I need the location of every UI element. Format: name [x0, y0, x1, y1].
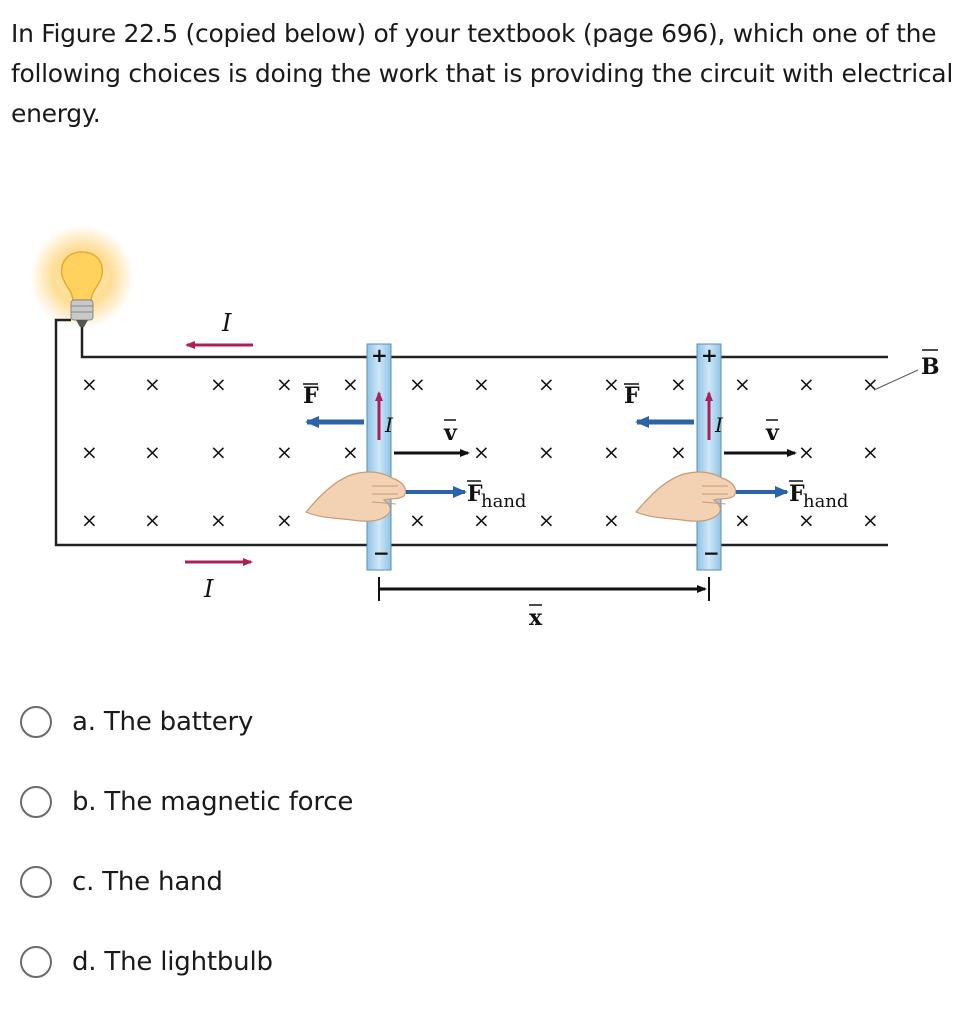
- question-text: In Figure 22.5 (copied below) of your te…: [11, 19, 953, 128]
- svg-text:×: ×: [862, 508, 879, 532]
- conducting-rod-final: + − I: [696, 343, 724, 571]
- svg-text:hand: hand: [481, 491, 526, 512]
- svg-text:I: I: [384, 413, 394, 437]
- svg-text:×: ×: [862, 440, 879, 464]
- svg-text:×: ×: [342, 440, 359, 464]
- option-d[interactable]: d. The lightbulb: [20, 946, 273, 978]
- option-d-label: d. The lightbulb: [72, 947, 273, 977]
- svg-text:×: ×: [603, 508, 620, 532]
- svg-text:−: −: [703, 541, 720, 565]
- radio-button-c[interactable]: [20, 866, 52, 898]
- svg-text:×: ×: [342, 372, 359, 396]
- radio-button-d[interactable]: [20, 946, 52, 978]
- option-c-label: c. The hand: [72, 867, 223, 897]
- svg-text:×: ×: [538, 440, 555, 464]
- svg-text:F: F: [789, 481, 805, 507]
- svg-text:×: ×: [276, 372, 293, 396]
- hand-2: [635, 471, 737, 522]
- svg-text:+: +: [371, 343, 388, 367]
- magnetic-field-marks: × × × × × × × × × × × × × × × × × × × × …: [81, 372, 879, 532]
- svg-text:×: ×: [670, 440, 687, 464]
- svg-text:×: ×: [409, 508, 426, 532]
- field-label: B: [921, 354, 940, 380]
- svg-text:×: ×: [144, 508, 161, 532]
- hand-1: [305, 471, 407, 522]
- option-c[interactable]: c. The hand: [20, 866, 223, 898]
- radio-button-a[interactable]: [20, 706, 52, 738]
- svg-text:×: ×: [473, 372, 490, 396]
- option-a-label: a. The battery: [72, 707, 254, 737]
- hand-force-label-2: F hand: [789, 480, 848, 512]
- svg-text:×: ×: [81, 440, 98, 464]
- svg-text:×: ×: [603, 372, 620, 396]
- option-b[interactable]: b. The magnetic force: [20, 786, 353, 818]
- svg-text:×: ×: [798, 508, 815, 532]
- conducting-rod-initial: + − I: [366, 343, 394, 571]
- magnetic-force-label-1: F: [303, 383, 319, 409]
- option-b-label: b. The magnetic force: [72, 787, 354, 817]
- svg-text:×: ×: [473, 440, 490, 464]
- svg-text:×: ×: [538, 372, 555, 396]
- svg-text:×: ×: [144, 440, 161, 464]
- svg-text:×: ×: [798, 372, 815, 396]
- svg-text:×: ×: [276, 508, 293, 532]
- velocity-label-2: v: [765, 420, 780, 446]
- circuit-wires: [54, 318, 888, 547]
- svg-text:F: F: [467, 481, 483, 507]
- circuit-figure: I I × × × × × × × × × × × × × × × × × × …: [30, 225, 940, 631]
- lightbulb: [30, 225, 134, 329]
- svg-text:×: ×: [210, 508, 227, 532]
- svg-text:×: ×: [81, 372, 98, 396]
- svg-text:hand: hand: [803, 491, 848, 512]
- magnetic-force-label-2: F: [624, 383, 640, 409]
- option-a[interactable]: a. The battery: [20, 706, 253, 738]
- radio-button-b[interactable]: [20, 786, 52, 818]
- svg-text:×: ×: [144, 372, 161, 396]
- svg-text:×: ×: [862, 372, 879, 396]
- svg-text:×: ×: [210, 440, 227, 464]
- svg-text:×: ×: [670, 372, 687, 396]
- svg-text:I: I: [714, 413, 724, 437]
- hand-force-label-1: F hand: [467, 480, 526, 512]
- svg-text:×: ×: [81, 508, 98, 532]
- svg-text:+: +: [701, 343, 718, 367]
- svg-text:×: ×: [409, 372, 426, 396]
- velocity-label-1: v: [443, 420, 458, 446]
- svg-text:×: ×: [473, 508, 490, 532]
- svg-text:×: ×: [538, 508, 555, 532]
- current-label-bottom: I: [203, 575, 214, 603]
- svg-text:×: ×: [276, 440, 293, 464]
- svg-text:×: ×: [798, 440, 815, 464]
- svg-text:−: −: [373, 541, 390, 565]
- svg-text:×: ×: [603, 440, 620, 464]
- svg-text:×: ×: [210, 372, 227, 396]
- svg-text:×: ×: [734, 372, 751, 396]
- svg-text:×: ×: [734, 508, 751, 532]
- current-label-top: I: [221, 309, 232, 337]
- displacement-label: x: [529, 605, 543, 631]
- field-label-leader: [873, 369, 919, 391]
